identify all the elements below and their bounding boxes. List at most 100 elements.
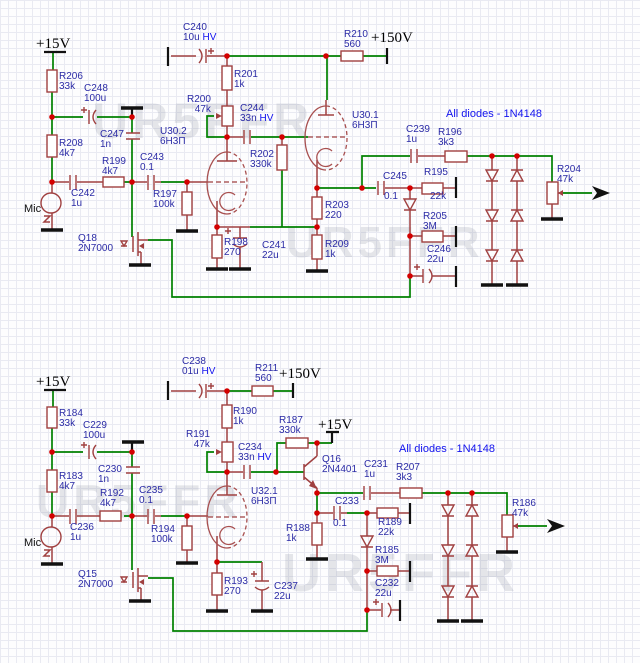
capacitor-C246[interactable] <box>414 264 433 284</box>
resistor-R208[interactable] <box>46 134 58 158</box>
val: 47k <box>557 174 574 185</box>
ref: C244 <box>240 103 264 114</box>
capacitor-C245[interactable] <box>377 181 385 195</box>
resistor-R192[interactable] <box>99 510 122 522</box>
val: 22u <box>262 250 279 261</box>
microphone-bottom[interactable] <box>40 526 62 557</box>
resistor-R198[interactable] <box>211 234 223 259</box>
capacitor-C231[interactable] <box>363 486 371 500</box>
diode-clipper-bottom-up[interactable] <box>464 503 480 598</box>
resistor-R209[interactable] <box>311 234 323 260</box>
val: 33k <box>59 81 76 92</box>
resistor-R184[interactable] <box>46 406 58 429</box>
tube-U32.1[interactable] <box>206 485 248 549</box>
resistor-R201[interactable] <box>221 65 233 91</box>
power-label-150v-bottom: +150V <box>279 366 321 382</box>
diode-series-bottom[interactable] <box>359 535 375 549</box>
resistor-R193[interactable] <box>211 572 223 596</box>
capacitor-C234[interactable] <box>243 465 251 479</box>
diode-clipper-top-down[interactable] <box>484 169 500 263</box>
resistor-R197[interactable] <box>181 191 193 216</box>
resistor-R183[interactable] <box>46 469 58 493</box>
capacitor-C237[interactable] <box>251 571 270 591</box>
bjt-emitter-arrow <box>309 480 317 489</box>
capacitor-C243[interactable] <box>147 175 155 190</box>
resistor-R206[interactable] <box>46 69 58 93</box>
ref: C247 <box>100 129 124 140</box>
tube-U30.1[interactable] <box>304 105 348 171</box>
resistor-R185[interactable] <box>376 565 399 577</box>
microphone-top[interactable] <box>40 192 62 223</box>
resistor-R190[interactable] <box>221 404 233 429</box>
capacitor-C247[interactable] <box>126 132 140 140</box>
potentiometer-R191[interactable] <box>221 441 234 463</box>
capacitor-C238[interactable] <box>198 383 214 399</box>
capacitor-C239[interactable] <box>410 149 418 163</box>
capacitor-C241[interactable] <box>225 228 248 248</box>
hv: HV <box>201 366 216 377</box>
ref: C234 <box>238 442 262 453</box>
resistor-R195[interactable] <box>421 182 444 195</box>
val: 0.1 <box>139 495 153 506</box>
potentiometer-R204[interactable] <box>546 181 559 205</box>
capacitor-C232[interactable] <box>373 599 392 618</box>
mosfet-Q15[interactable] <box>119 568 144 600</box>
resistor-R202[interactable] <box>276 144 288 171</box>
ref: C240 <box>183 22 207 33</box>
ref: R206 <box>59 71 83 82</box>
ref: R209 <box>325 239 349 250</box>
val: 560 <box>255 373 272 384</box>
ref: C243 <box>140 152 164 163</box>
resistor-R189[interactable] <box>376 507 399 519</box>
ref: C242 <box>71 188 95 199</box>
capacitor-C244[interactable] <box>243 130 251 144</box>
capacitor-C236[interactable] <box>69 509 77 524</box>
capacitor-C242[interactable] <box>69 175 77 190</box>
ref: R192 <box>100 488 124 499</box>
diode-clipper-top-up[interactable] <box>509 168 525 262</box>
capacitor-C229[interactable] <box>81 442 97 460</box>
capacitor-C233[interactable] <box>333 506 341 520</box>
resistor-R207[interactable] <box>399 487 423 499</box>
resistor-R203[interactable] <box>311 196 323 220</box>
resistor-R196[interactable] <box>444 150 468 163</box>
resistor-R187[interactable] <box>285 437 309 449</box>
tube-U30.2[interactable] <box>206 151 248 215</box>
resistor-R211[interactable] <box>251 385 274 397</box>
val: 1u <box>70 532 82 543</box>
hv: HV <box>202 32 217 43</box>
val: 47k <box>193 439 210 450</box>
resistor-R188[interactable] <box>311 522 323 546</box>
resistor-R210[interactable] <box>340 50 364 62</box>
resistor-R205[interactable] <box>421 230 444 243</box>
power-label-15v-bottom: +15V <box>36 374 71 390</box>
ref: R208 <box>59 138 83 149</box>
diode-clipper-bottom-down[interactable] <box>440 504 456 599</box>
label-C245-ref: C245 <box>383 172 407 182</box>
resistor-R199[interactable] <box>102 176 125 188</box>
resistor-R194[interactable] <box>181 525 193 551</box>
mosfet-Q18[interactable] <box>119 232 144 264</box>
capacitor-C235[interactable] <box>147 509 155 524</box>
diode-series-top[interactable] <box>402 198 418 212</box>
ref: C231 <box>364 459 388 470</box>
capacitor-C240[interactable] <box>198 48 214 64</box>
potentiometer-R200[interactable] <box>221 105 234 127</box>
val: 0.1 <box>333 518 347 529</box>
capacitor-C248[interactable] <box>81 107 97 125</box>
capacitor-C230[interactable] <box>126 466 140 474</box>
val: 1k <box>286 533 297 544</box>
